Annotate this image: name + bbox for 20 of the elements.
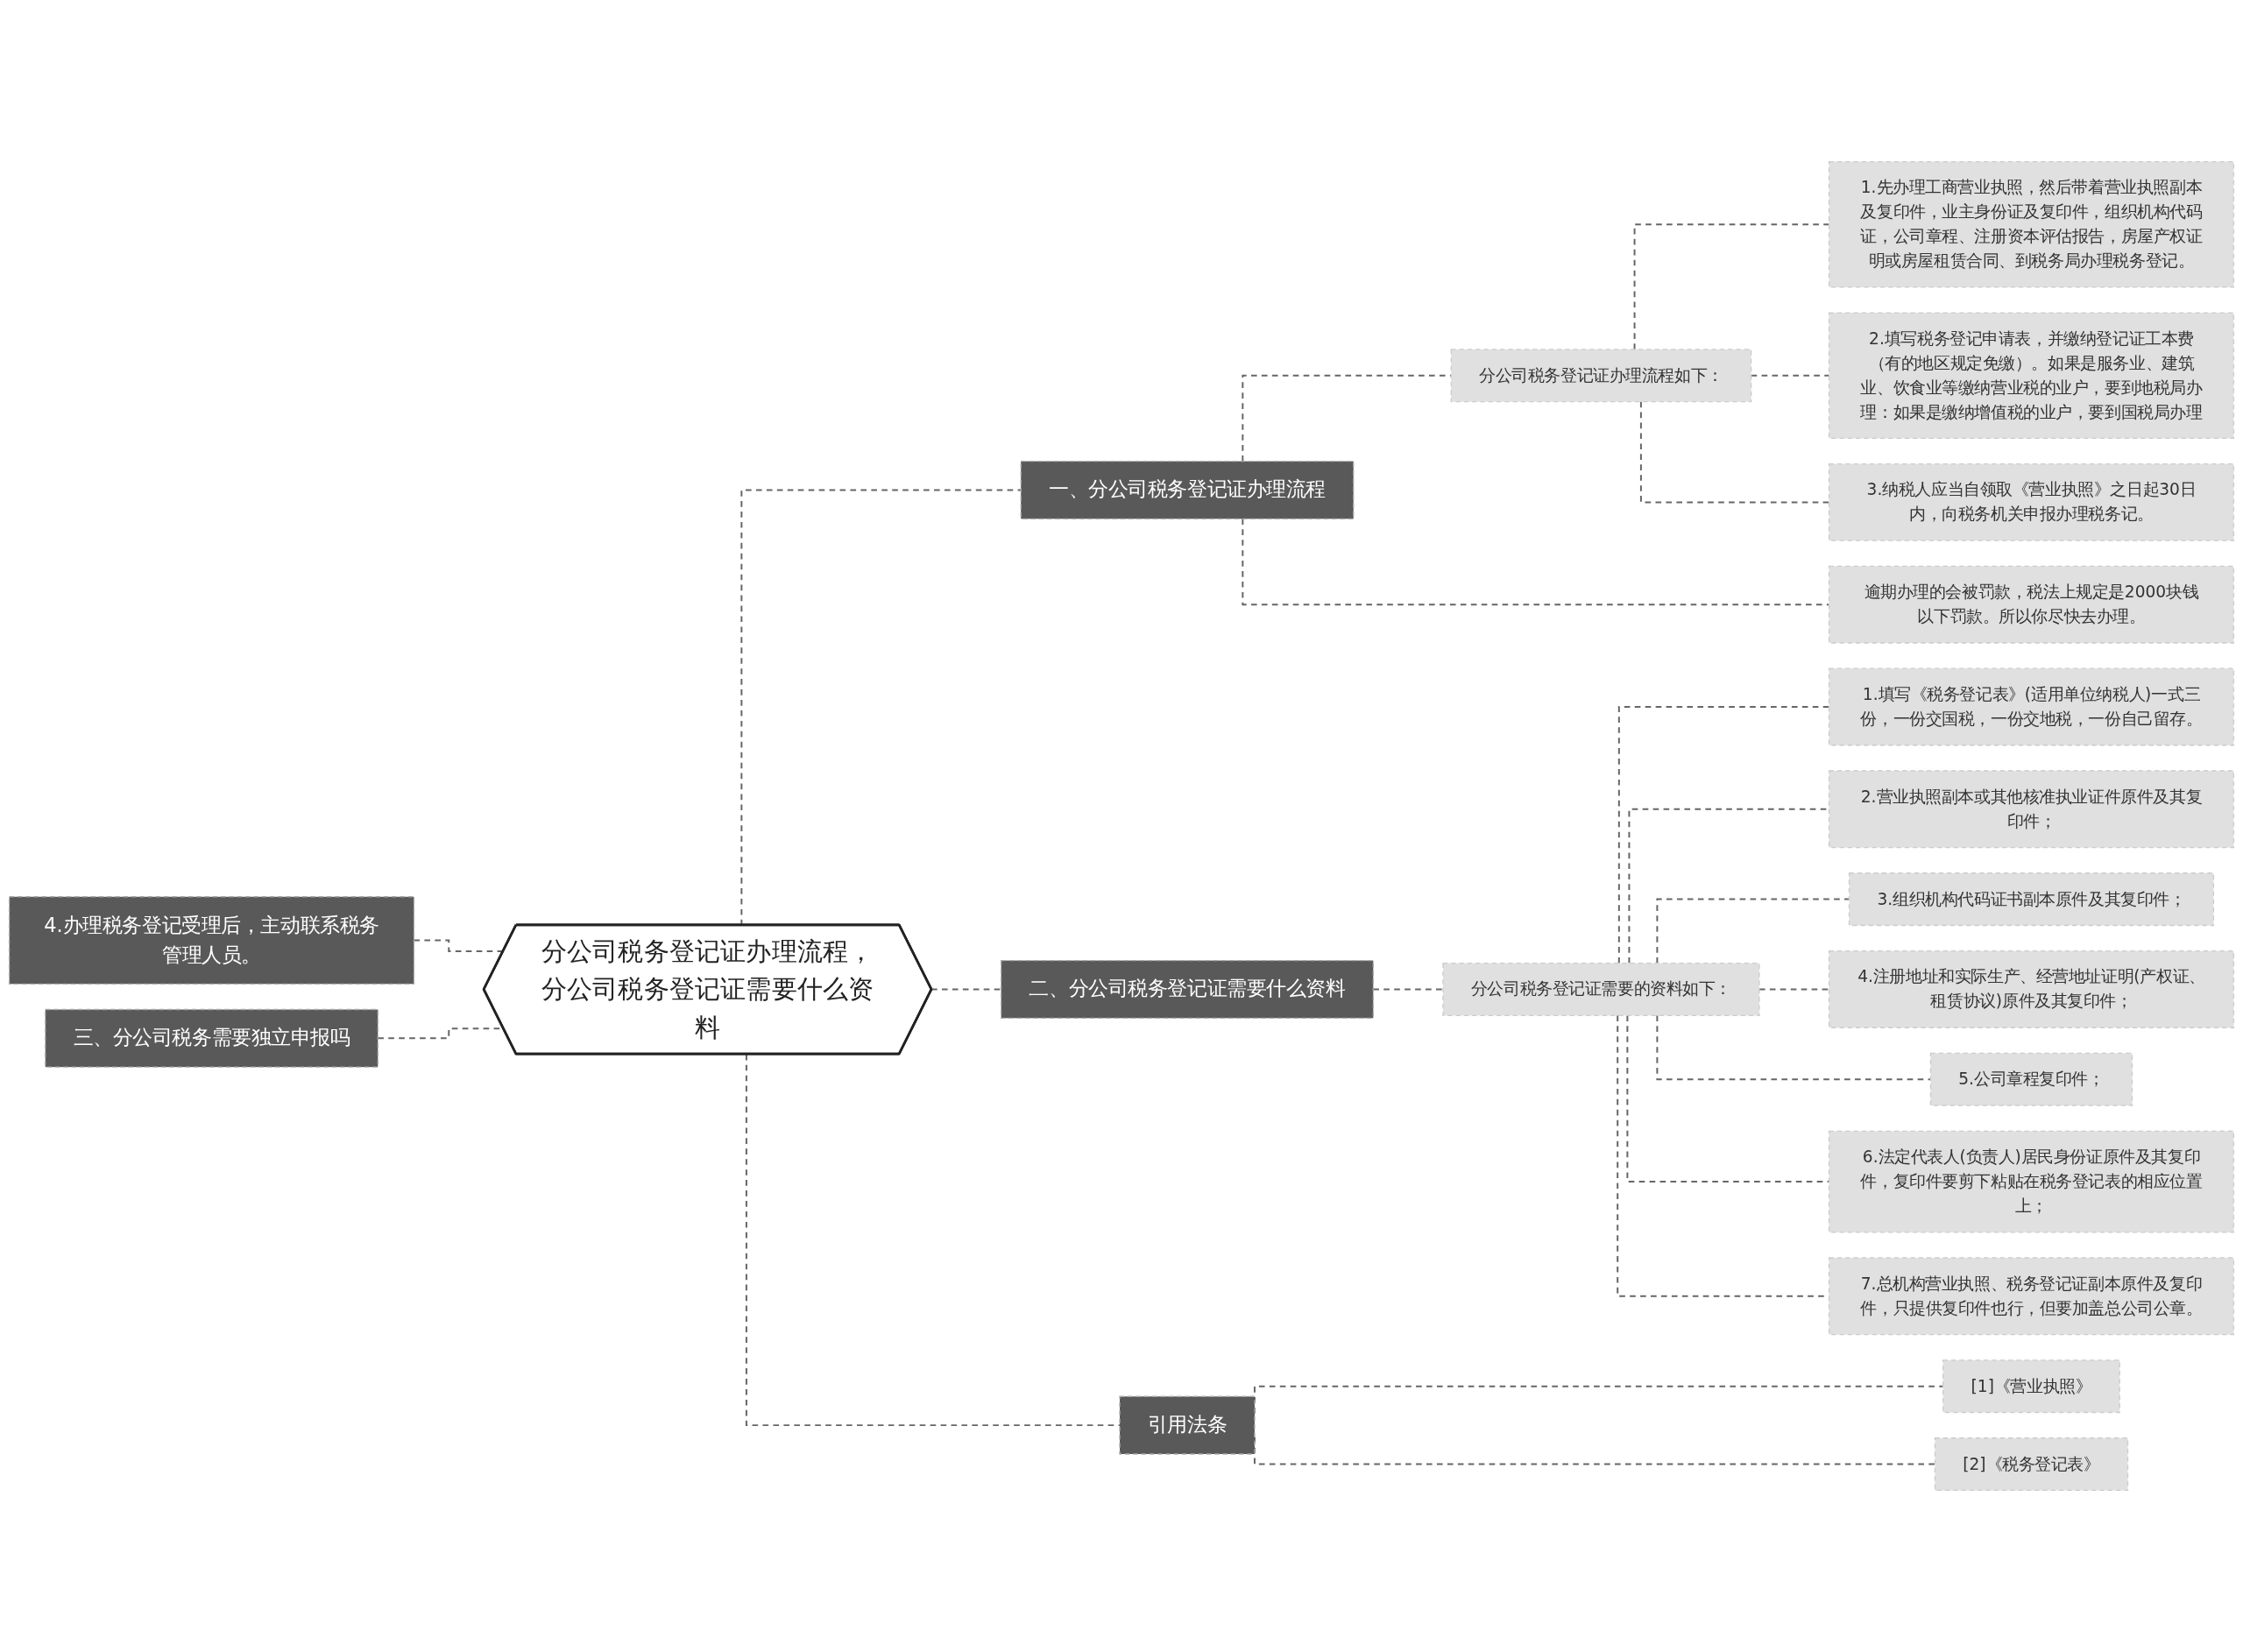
node-box: 二、分公司税务登记证需要什么资料 — [1000, 959, 1374, 1019]
node-box: 三、分公司税务需要独立申报吗 — [45, 1008, 379, 1068]
node-box: 4.办理税务登记受理后，主动联系税务管理人员。 — [8, 896, 415, 985]
node-box: 6.法定代表人(负责人)居民身份证原件及其复印件，复印件要剪下粘贴在税务登记表的相应位置上； — [1828, 1130, 2235, 1233]
node-box: [1]《营业执照》 — [1942, 1359, 2120, 1414]
node-box: 一、分公司税务登记证办理流程 — [1020, 460, 1355, 519]
node-box: 3.组织机构代码证书副本原件及其复印件； — [1848, 872, 2215, 927]
node-box: 1.填写《税务登记表》(适用单位纳税人)一式三份，一份交国税，一份交地税，一份自己留存。 — [1828, 667, 2235, 746]
node-box: 逾期办理的会被罚款，税法上规定是2000块钱以下罚款。所以你尽快去办理。 — [1828, 565, 2235, 644]
node-box: 5.公司章程复印件； — [1929, 1052, 2133, 1106]
node-box: 分公司税务登记证需要的资料如下： — [1442, 962, 1760, 1016]
node-box: 4.注册地址和实际生产、经营地址证明(产权证、租赁协议)原件及其复印件； — [1828, 950, 2235, 1028]
node-box: 2.营业执照副本或其他核准执业证件原件及其复印件； — [1828, 770, 2235, 849]
node-box: 3.纳税人应当自领取《营业执照》之日起30日内，向税务机关申报办理税务记。 — [1828, 462, 2235, 541]
node-box: 1.先办理工商营业执照，然后带着营业执照副本及复印件，业主身份证及复印件，组织机构代码证，公司章程、注册资本评估报告，房屋产权证明或房屋租赁合同、到税务局办理税务登记。 — [1828, 160, 2235, 288]
node-box: 引用法条 — [1119, 1395, 1256, 1455]
node-box: 分公司税务登记证办理流程如下： — [1450, 349, 1752, 403]
node-box: 2.填写税务登记申请表，并缴纳登记证工本费（有的地区规定免缴）。如果是服务业、建筑业、饮食业等缴纳营业税的业户，要到地税局办理：如果是缴纳增值税的业户，要到国税局办理 — [1828, 312, 2235, 440]
node-box: [2]《税务登记表》 — [1934, 1437, 2129, 1492]
node-box: 7.总机构营业执照、税务登记证副本原件及复印件，只提供复印件也行，但要加盖总公司公章。 — [1828, 1257, 2235, 1336]
